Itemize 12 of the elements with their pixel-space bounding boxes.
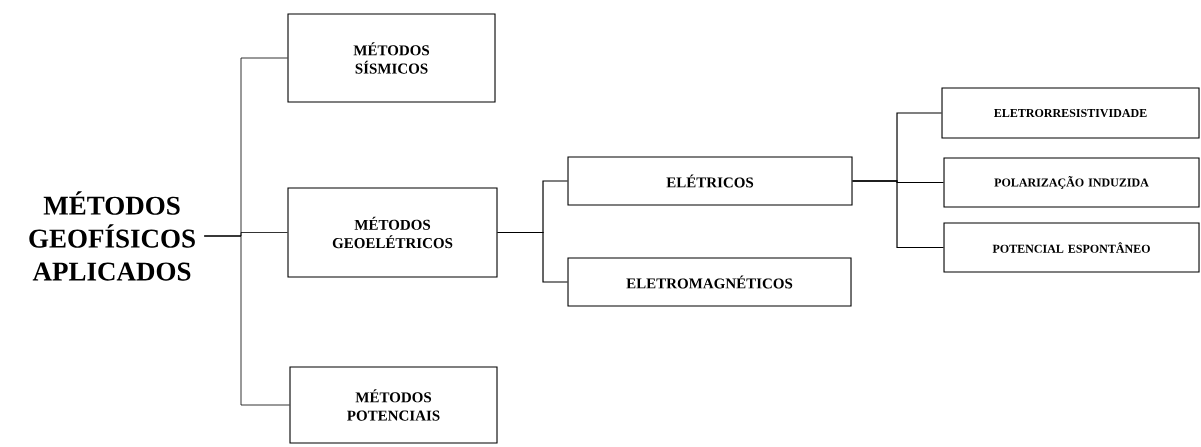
method-box: MÉTODOS GEOELÉTRICOS — [287, 187, 498, 278]
method-box: ELETRORRESISTIVIDADE — [941, 87, 1200, 139]
method-box: MÉTODOS POTENCIAIS — [289, 366, 498, 444]
method-box: ELÉTRICOS — [567, 156, 853, 206]
connector — [851, 180, 945, 249]
connector — [203, 235, 290, 406]
method-box: ELETROMAGNÉTICOS — [567, 257, 852, 307]
method-box: POLARIZAÇÃO INDUZIDA — [943, 157, 1200, 208]
method-box: MÉTODOS SÍSMICOS — [287, 13, 496, 103]
method-box: POTENCIAL ESPONTÂNEO — [943, 222, 1200, 273]
connector — [496, 231, 569, 283]
title-text: MÉTODOS GEOFÍSICOS APLICADOS — [29, 191, 195, 281]
